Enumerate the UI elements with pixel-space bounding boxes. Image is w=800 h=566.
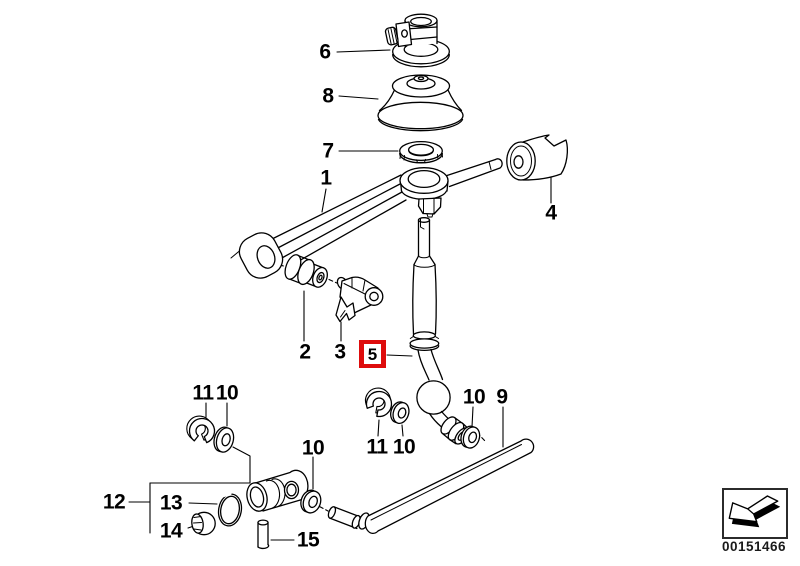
part-13-snap-ring (217, 493, 243, 527)
part-label-10-ball[interactable]: 10 (392, 435, 416, 459)
part-6-clamp-bearing (384, 13, 450, 68)
part-label-1[interactable]: 1 (320, 166, 332, 190)
part-label-13[interactable]: 13 (159, 491, 183, 515)
part-7-ring (399, 140, 443, 164)
part-label-12[interactable]: 12 (102, 490, 126, 514)
direction-arrow-icon (722, 488, 788, 539)
part-2-bushing (284, 254, 328, 288)
part-4-damper (506, 134, 568, 181)
part-label-11-ball[interactable]: 11 (366, 435, 388, 459)
part-10-washer-ball (390, 401, 410, 425)
part-label-10-rod[interactable]: 10 (462, 385, 486, 409)
part-1-shift-arm (230, 158, 503, 279)
snap-ring-gap (220, 491, 232, 498)
part-11-clip-left (186, 415, 216, 444)
part-11-clip-ball (365, 387, 393, 418)
part-5-gear-stick (409, 217, 470, 445)
part-10-washer-left (213, 426, 235, 453)
part-label-5-highlighted[interactable]: 5 (359, 340, 386, 368)
part-label-4[interactable]: 4 (545, 201, 557, 225)
part-label-9[interactable]: 9 (496, 385, 508, 409)
highlight-inner-box: 5 (364, 344, 381, 364)
part-10-washer-coupling (300, 489, 322, 514)
part-15-pin (257, 519, 270, 550)
part-label-8[interactable]: 8 (322, 84, 334, 108)
part-label-11-left[interactable]: 11 (192, 381, 214, 405)
part-label-3[interactable]: 3 (334, 340, 346, 364)
part-label-10-mid[interactable]: 10 (301, 436, 325, 460)
part-label-7[interactable]: 7 (322, 139, 334, 163)
part-12-coupling (246, 469, 309, 512)
leader-lines (128, 49, 552, 541)
image-number: 00151466 (721, 539, 787, 554)
part-label-2[interactable]: 2 (299, 340, 311, 364)
part-14-cap (191, 511, 216, 536)
part-8-boot (377, 74, 464, 132)
part-label-14[interactable]: 14 (159, 519, 183, 543)
part-9-selector-rod (327, 438, 535, 534)
part-label-10-left[interactable]: 10 (215, 381, 239, 405)
arrow-down-left-3d (728, 495, 780, 528)
part-label-15[interactable]: 15 (296, 528, 320, 552)
part-3-bracket (335, 276, 384, 323)
part-10-washer-rod (460, 425, 481, 449)
highlighted-part-number: 5 (367, 344, 378, 364)
part-label-6[interactable]: 6 (319, 40, 331, 64)
